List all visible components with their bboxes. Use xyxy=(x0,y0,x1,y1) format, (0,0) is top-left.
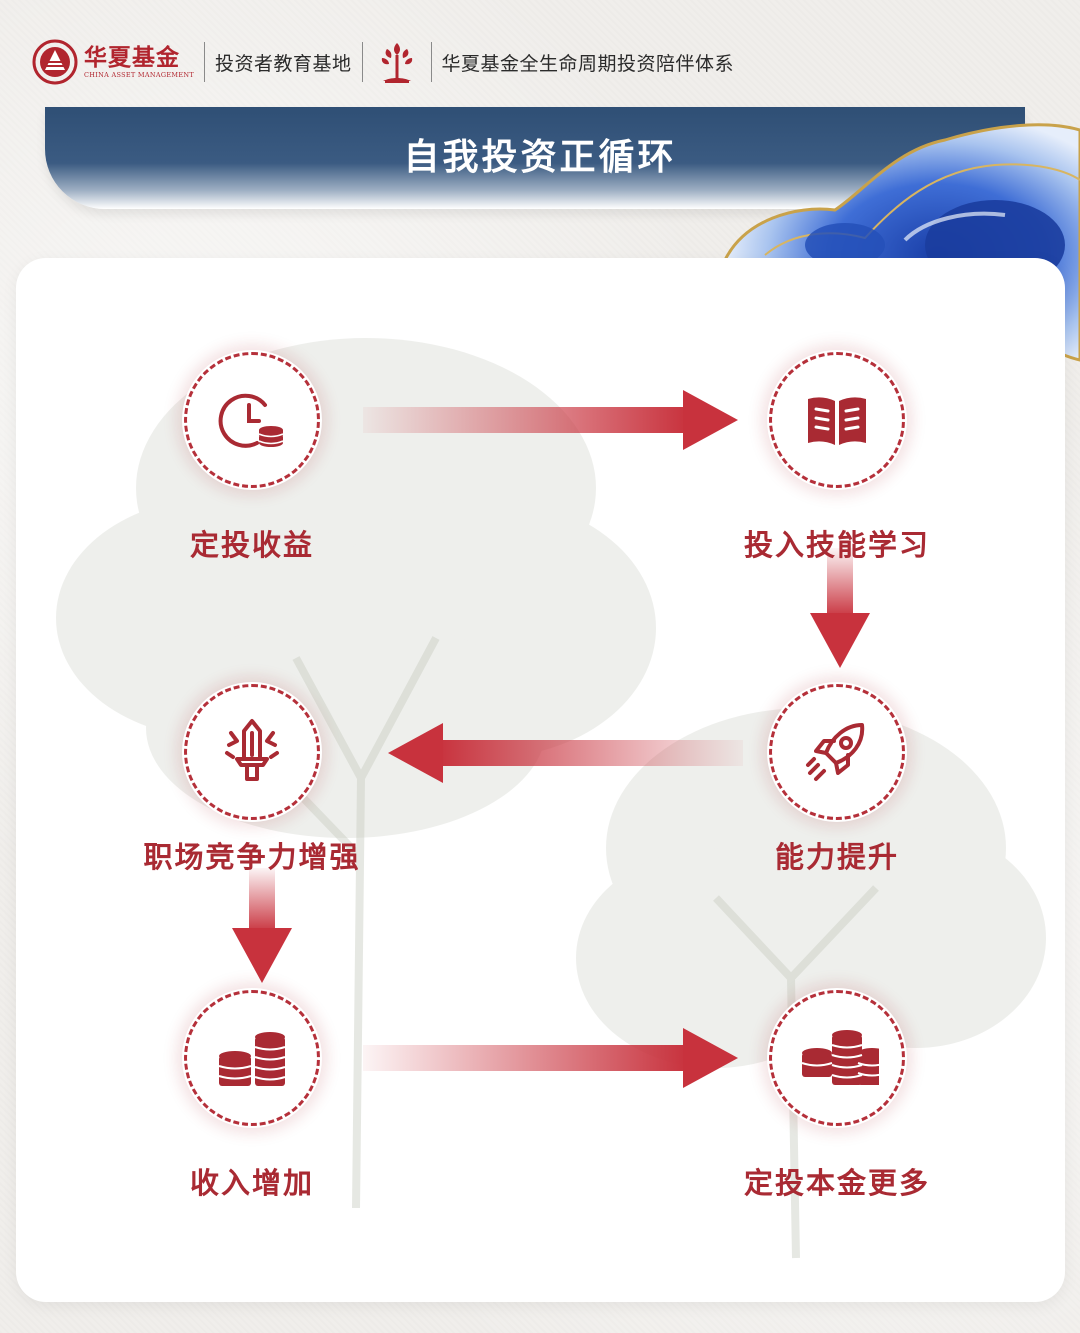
node-ring xyxy=(184,352,320,488)
node-ability-improve xyxy=(767,682,907,822)
china-amc-logo-icon xyxy=(32,39,78,85)
node-income-increase xyxy=(182,988,322,1128)
node-label: 职场竞争力增强 xyxy=(143,840,361,874)
node-label: 定投本金更多 xyxy=(743,1166,930,1200)
diagram-card: 定投收益 投入技能学习 能力提升 xyxy=(16,258,1065,1302)
page-title: 自我投资正循环 xyxy=(403,137,677,178)
arrow-right-bottom xyxy=(363,1028,738,1088)
header: 华夏基金 CHINA ASSET MANAGEMENT 投资者教育基地 华夏基金… xyxy=(32,36,734,88)
arrow-down-right xyxy=(810,548,870,668)
node-label: 能力提升 xyxy=(774,840,899,874)
rocket-icon xyxy=(806,723,865,781)
node-ring xyxy=(184,990,320,1126)
node-skill-learning xyxy=(767,350,907,490)
arrow-right-top xyxy=(363,390,738,450)
node-dingtou-income xyxy=(182,350,322,490)
node-ring xyxy=(184,684,320,820)
arrow-left-middle xyxy=(388,723,743,783)
brand-name-cn: 华夏基金 xyxy=(84,44,180,71)
tree-logo-icon xyxy=(381,43,412,83)
node-label: 投入技能学习 xyxy=(743,528,930,562)
node-more-principal xyxy=(767,988,907,1128)
sword-icon xyxy=(225,719,279,781)
divider xyxy=(203,42,205,82)
node-ring xyxy=(769,990,905,1126)
node-workplace-competitiveness xyxy=(182,682,322,822)
book-icon xyxy=(808,397,866,445)
node-label: 收入增加 xyxy=(189,1166,314,1200)
lifecycle-system-text: 华夏基金全生命周期投资陪伴体系 xyxy=(441,52,735,75)
coin-stacks-more-icon xyxy=(801,1030,879,1085)
brand: 华夏基金 CHINA ASSET MANAGEMENT xyxy=(84,45,194,80)
coin-stacks-icon xyxy=(218,1032,286,1086)
brand-name-en: CHINA ASSET MANAGEMENT xyxy=(84,70,194,79)
node-ring xyxy=(769,352,905,488)
node-label: 定投收益 xyxy=(189,528,314,562)
investor-education-base-text: 投资者教育基地 xyxy=(214,52,352,75)
clock-coins-icon xyxy=(218,393,284,448)
arrow-down-left xyxy=(232,868,292,983)
divider xyxy=(430,42,432,82)
node-ring xyxy=(769,684,905,820)
divider xyxy=(361,42,363,82)
